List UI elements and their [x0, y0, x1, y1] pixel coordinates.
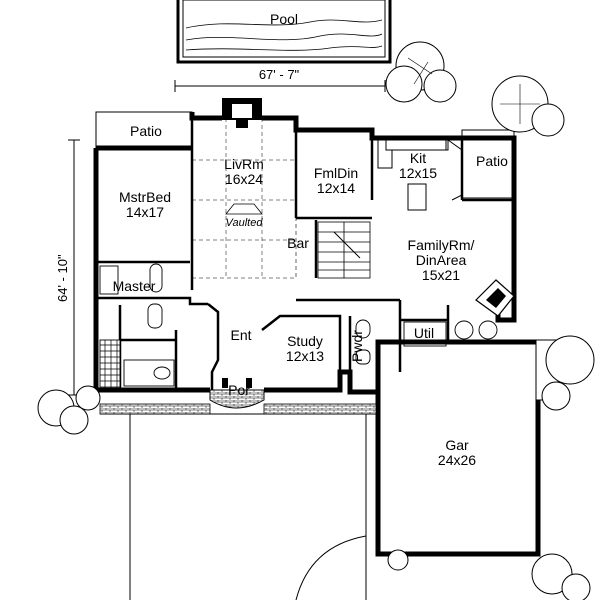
pool [176, 0, 392, 64]
garage-label: Gar [445, 437, 469, 453]
shrub-right-lower [541, 335, 595, 411]
bar-label: Bar [287, 235, 309, 251]
porch [209, 378, 265, 409]
front-planting-bed [99, 403, 378, 415]
depth-dimension-label: 64' - 10" [55, 254, 70, 302]
study-label: Study [287, 333, 323, 349]
pool-label: Pool [269, 11, 299, 27]
patio-right-area [461, 129, 515, 199]
utility-label: Util [413, 325, 435, 341]
entry-label: Ent [230, 327, 252, 343]
kitchen-label: Kit [409, 150, 427, 166]
formal-dining-label: FmlDin [313, 165, 359, 181]
powder-room-label: Pwdr [349, 330, 365, 362]
living-room-label: LivRm [224, 156, 264, 172]
driveway [129, 414, 367, 600]
fireplace [222, 98, 262, 128]
study-size: 12x13 [285, 348, 325, 364]
utility-fixtures [355, 319, 498, 365]
master-bath-fixtures [99, 263, 175, 389]
family-room-size: 15x21 [421, 267, 461, 283]
family-room-label: FamilyRm/ [407, 237, 475, 253]
family-room-label-2: DinArea [415, 252, 467, 268]
staircase [317, 221, 371, 279]
garage-size: 24x26 [437, 452, 477, 468]
driveway-curve [295, 535, 367, 600]
family-room-fireplace [475, 279, 515, 317]
living-room-floor [191, 117, 297, 279]
patio-right-label: Patio [476, 153, 508, 169]
kitchen-counters [377, 139, 463, 211]
master-bedroom-label: MstrBed [118, 189, 172, 205]
master-bedroom-size: 14x17 [125, 204, 165, 220]
master-bath-label: Master [112, 278, 156, 294]
shrub-bottom [387, 549, 591, 600]
formal-dining-size: 12x14 [316, 180, 356, 196]
width-dimension-label: 67' - 7" [258, 67, 300, 82]
kitchen-size: 12x15 [398, 165, 438, 181]
porch-label: Por [228, 382, 250, 398]
living-room-size: 16x24 [224, 171, 264, 187]
width-dimension-line [174, 80, 386, 92]
vaulted-note: Vaulted [225, 217, 263, 229]
shrub-right [491, 75, 565, 137]
shrub-left [37, 385, 101, 435]
patio-left-label: Patio [130, 123, 162, 139]
shrub-top-right [385, 41, 457, 103]
